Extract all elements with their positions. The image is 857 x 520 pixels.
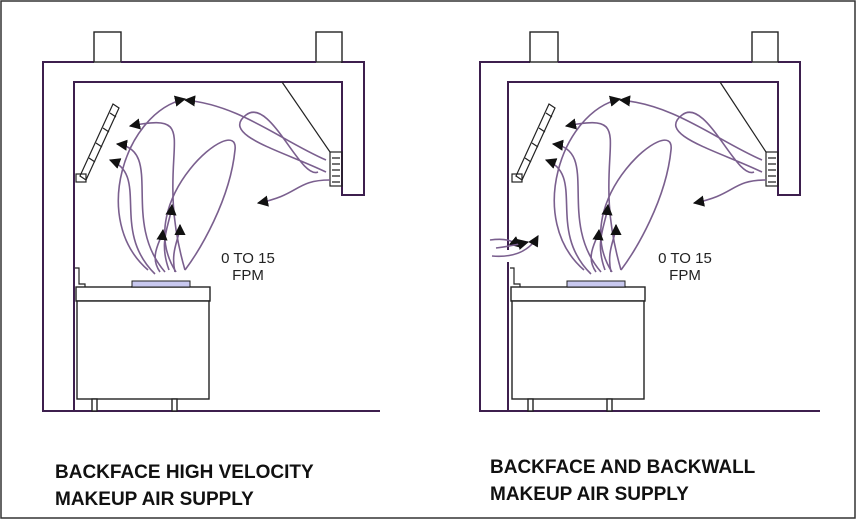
left-exhaust-duct-2 bbox=[315, 31, 343, 63]
right-makeup-air-diffuser bbox=[719, 81, 779, 187]
right-exhaust-duct-1 bbox=[529, 31, 559, 63]
left-panel: 0 TO 15 FPM BACKFACE HIGH VELOCITY MAKEU… bbox=[42, 31, 380, 510]
left-makeup-air-diffuser bbox=[281, 81, 343, 187]
right-grease-filter bbox=[511, 103, 556, 183]
left-caption-line-1: BACKFACE HIGH VELOCITY bbox=[55, 462, 314, 483]
right-hood bbox=[507, 61, 801, 250]
right-caption-line-1: BACKFACE AND BACKWALL bbox=[490, 457, 756, 478]
right-velocity-unit: FPM bbox=[669, 267, 701, 284]
right-exhaust-duct-2 bbox=[751, 31, 779, 63]
left-velocity-unit: FPM bbox=[232, 267, 264, 284]
left-hood bbox=[73, 61, 365, 412]
right-back-wall bbox=[479, 61, 530, 412]
left-back-wall bbox=[42, 61, 94, 412]
left-exhaust-duct-1 bbox=[93, 31, 122, 63]
left-velocity-label: 0 TO 15 bbox=[221, 250, 275, 267]
right-airflow bbox=[489, 95, 767, 275]
right-caption-line-2: MAKEUP AIR SUPPLY bbox=[490, 484, 689, 505]
right-cooking-appliance bbox=[510, 267, 646, 412]
left-caption-line-2: MAKEUP AIR SUPPLY bbox=[55, 489, 254, 510]
right-panel: 0 TO 15 FPM BACKFACE AND BACKWALL MAKEUP… bbox=[479, 31, 820, 505]
left-grease-filter bbox=[75, 103, 120, 183]
left-cooking-appliance bbox=[75, 267, 211, 412]
left-airflow bbox=[108, 95, 331, 275]
right-velocity-label: 0 TO 15 bbox=[658, 250, 712, 267]
